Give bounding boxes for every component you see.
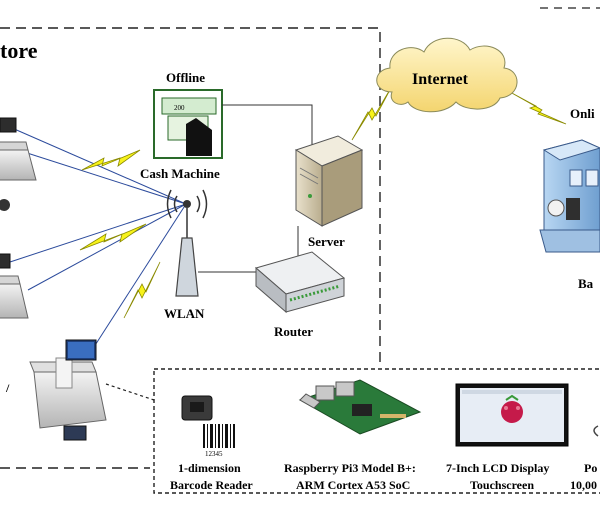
- component-3-line1: 7-Inch LCD Display: [446, 461, 549, 475]
- raspberry-pi-board-icon: [298, 379, 422, 435]
- component-4-line2: 10,00: [570, 478, 597, 492]
- offline-label: Offline: [166, 70, 205, 85]
- wlan-label: WLAN: [164, 306, 205, 321]
- internet-label: Internet: [412, 71, 469, 88]
- server-icon: [294, 135, 364, 227]
- lcd-display-icon: [455, 383, 569, 447]
- lightning-cart3: [123, 261, 161, 319]
- lightning-online: [509, 91, 567, 125]
- smart-cart-1: [0, 117, 37, 211]
- online-label: Onli: [570, 106, 595, 121]
- lightning-cart1: [81, 149, 141, 171]
- power-bank-icon: [593, 425, 599, 437]
- online-bank-icon: [539, 139, 600, 253]
- cart-label-fragment: /: [5, 381, 10, 395]
- router-label: Router: [274, 324, 313, 339]
- barcode-reader-icon: [181, 395, 235, 448]
- store-boundary: [0, 27, 381, 469]
- server-label: Server: [308, 234, 345, 249]
- component-box: [153, 368, 600, 494]
- store-title: tore: [0, 38, 38, 63]
- wlan-antenna-icon: [166, 189, 208, 297]
- wireless-links: [9, 127, 187, 351]
- router-icon: [254, 251, 346, 314]
- component-2-line1: Raspberry Pi3 Model B+:: [284, 461, 416, 475]
- component-1-line2: Barcode Reader: [170, 478, 253, 492]
- component-4-line1: Po: [584, 461, 597, 475]
- component-3-line2: Touchscreen: [470, 478, 534, 492]
- internet-cloud-icon: [376, 37, 518, 113]
- lightning-cart2: [79, 223, 147, 251]
- wired-links: [198, 104, 313, 273]
- cash-machine-icon: [153, 89, 223, 159]
- lightning-internet: [351, 85, 393, 141]
- component-1-line1: 1-dimension: [178, 461, 241, 475]
- barcode-digits: 12345: [205, 450, 223, 458]
- smart-cart-3: [29, 339, 107, 441]
- smart-cart-2: [0, 253, 29, 319]
- cash-machine-label: Cash Machine: [140, 166, 220, 181]
- component-2-line2: ARM Cortex A53 SoC: [296, 478, 410, 492]
- bank-label: Ba: [578, 276, 594, 291]
- cash-machine-screen-text: 200: [174, 104, 185, 112]
- cart-component-connector: [105, 383, 155, 401]
